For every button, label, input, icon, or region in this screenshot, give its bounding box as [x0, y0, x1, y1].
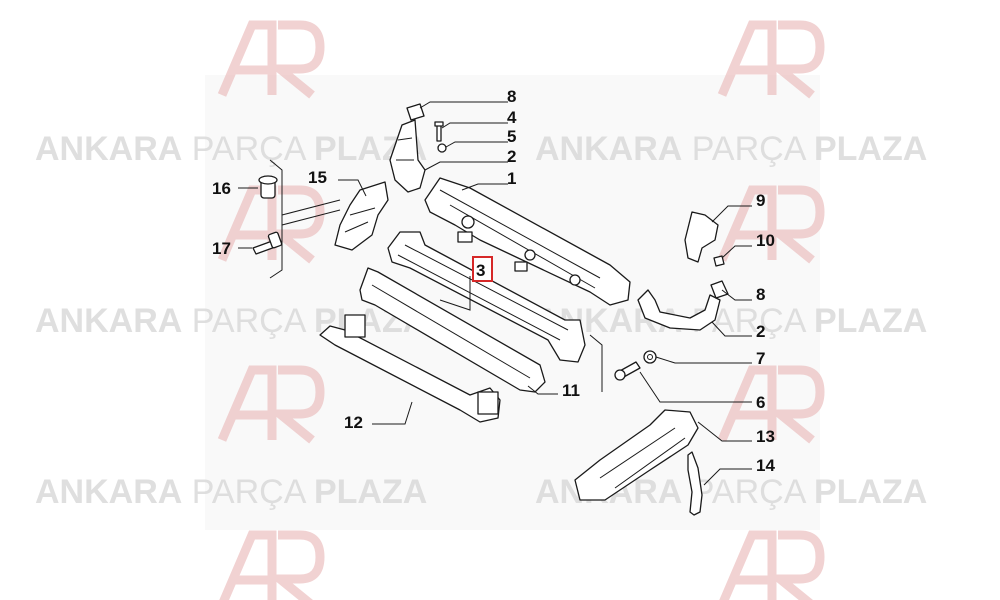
part-bracket-left[interactable]	[389, 119, 426, 193]
callout-9[interactable]: 9	[756, 191, 765, 210]
part-bolt-large[interactable]	[252, 231, 283, 255]
callout-3[interactable]: 3	[476, 261, 485, 280]
part-bracket-9[interactable]	[684, 211, 719, 263]
watermark-logo-icon	[717, 365, 825, 444]
callout-2[interactable]: 2	[507, 147, 516, 166]
callout-15[interactable]: 15	[308, 168, 327, 187]
part-seal-strip[interactable]	[687, 451, 703, 516]
callout-7[interactable]: 7	[756, 349, 765, 368]
part-screw[interactable]	[434, 121, 444, 142]
part-lower-support[interactable]	[574, 409, 699, 501]
callout-1[interactable]: 1	[507, 169, 516, 188]
watermark-text: ANKARA PARÇA PLAZA	[535, 302, 927, 340]
watermark-logo-icon	[717, 185, 825, 264]
watermark-text: ANKARA PARÇA PLAZA	[35, 473, 427, 511]
watermark-text: ANKARA PARÇA PLAZA	[35, 130, 427, 168]
watermark-logo-icon	[719, 530, 825, 600]
part-bracket-right[interactable]	[637, 289, 721, 331]
callout-8-right[interactable]: 8	[756, 285, 765, 304]
watermark-texts: ANKARA PARÇA PLAZA ANKARA PARÇA PLAZA AN…	[35, 130, 927, 511]
part-bumper-beam[interactable]	[387, 231, 586, 363]
watermark-logos	[217, 20, 825, 600]
callout-10[interactable]: 10	[756, 231, 775, 250]
callout-16[interactable]: 16	[212, 179, 231, 198]
watermark-text: ANKARA PARÇA PLAZA	[535, 130, 927, 168]
part-lower-bracket[interactable]	[319, 314, 501, 423]
watermark-logo-icon	[217, 365, 325, 444]
watermark-text: ANKARA PARÇA PLAZA	[35, 302, 427, 340]
callout-5[interactable]: 5	[507, 127, 516, 146]
part-energy-absorber[interactable]	[359, 267, 546, 393]
callout-13[interactable]: 13	[756, 427, 775, 446]
callout-2-right[interactable]: 2	[756, 322, 765, 341]
part-rivet-nut[interactable]	[258, 175, 278, 199]
part-nut[interactable]	[643, 350, 657, 364]
part-nut-small[interactable]	[437, 143, 447, 153]
callout-8[interactable]: 8	[507, 87, 516, 106]
callout-11[interactable]: 11	[562, 381, 580, 400]
callout-6[interactable]: 6	[756, 393, 765, 412]
part-side-bracket[interactable]	[334, 181, 389, 251]
leader-lines	[238, 101, 752, 486]
part-bolt-small[interactable]	[614, 361, 641, 381]
watermark-logo-icon	[217, 20, 325, 99]
callout-12[interactable]: 12	[344, 413, 363, 432]
callout-labels: 8 4 5 2 1 3 9 10 8 2 7 6 13 14 11 12 15 …	[212, 87, 775, 475]
callout-3-highlight-box	[472, 256, 493, 282]
callout-14[interactable]: 14	[756, 456, 775, 475]
callout-17[interactable]: 17	[212, 239, 231, 258]
part-clip-top[interactable]	[406, 103, 425, 121]
watermark-logo-icon	[219, 530, 325, 600]
part-clip-10[interactable]	[713, 255, 725, 267]
callout-4[interactable]: 4	[507, 108, 517, 127]
watermark-logo-icon	[717, 20, 825, 99]
part-upper-crossmember[interactable]	[424, 177, 631, 306]
